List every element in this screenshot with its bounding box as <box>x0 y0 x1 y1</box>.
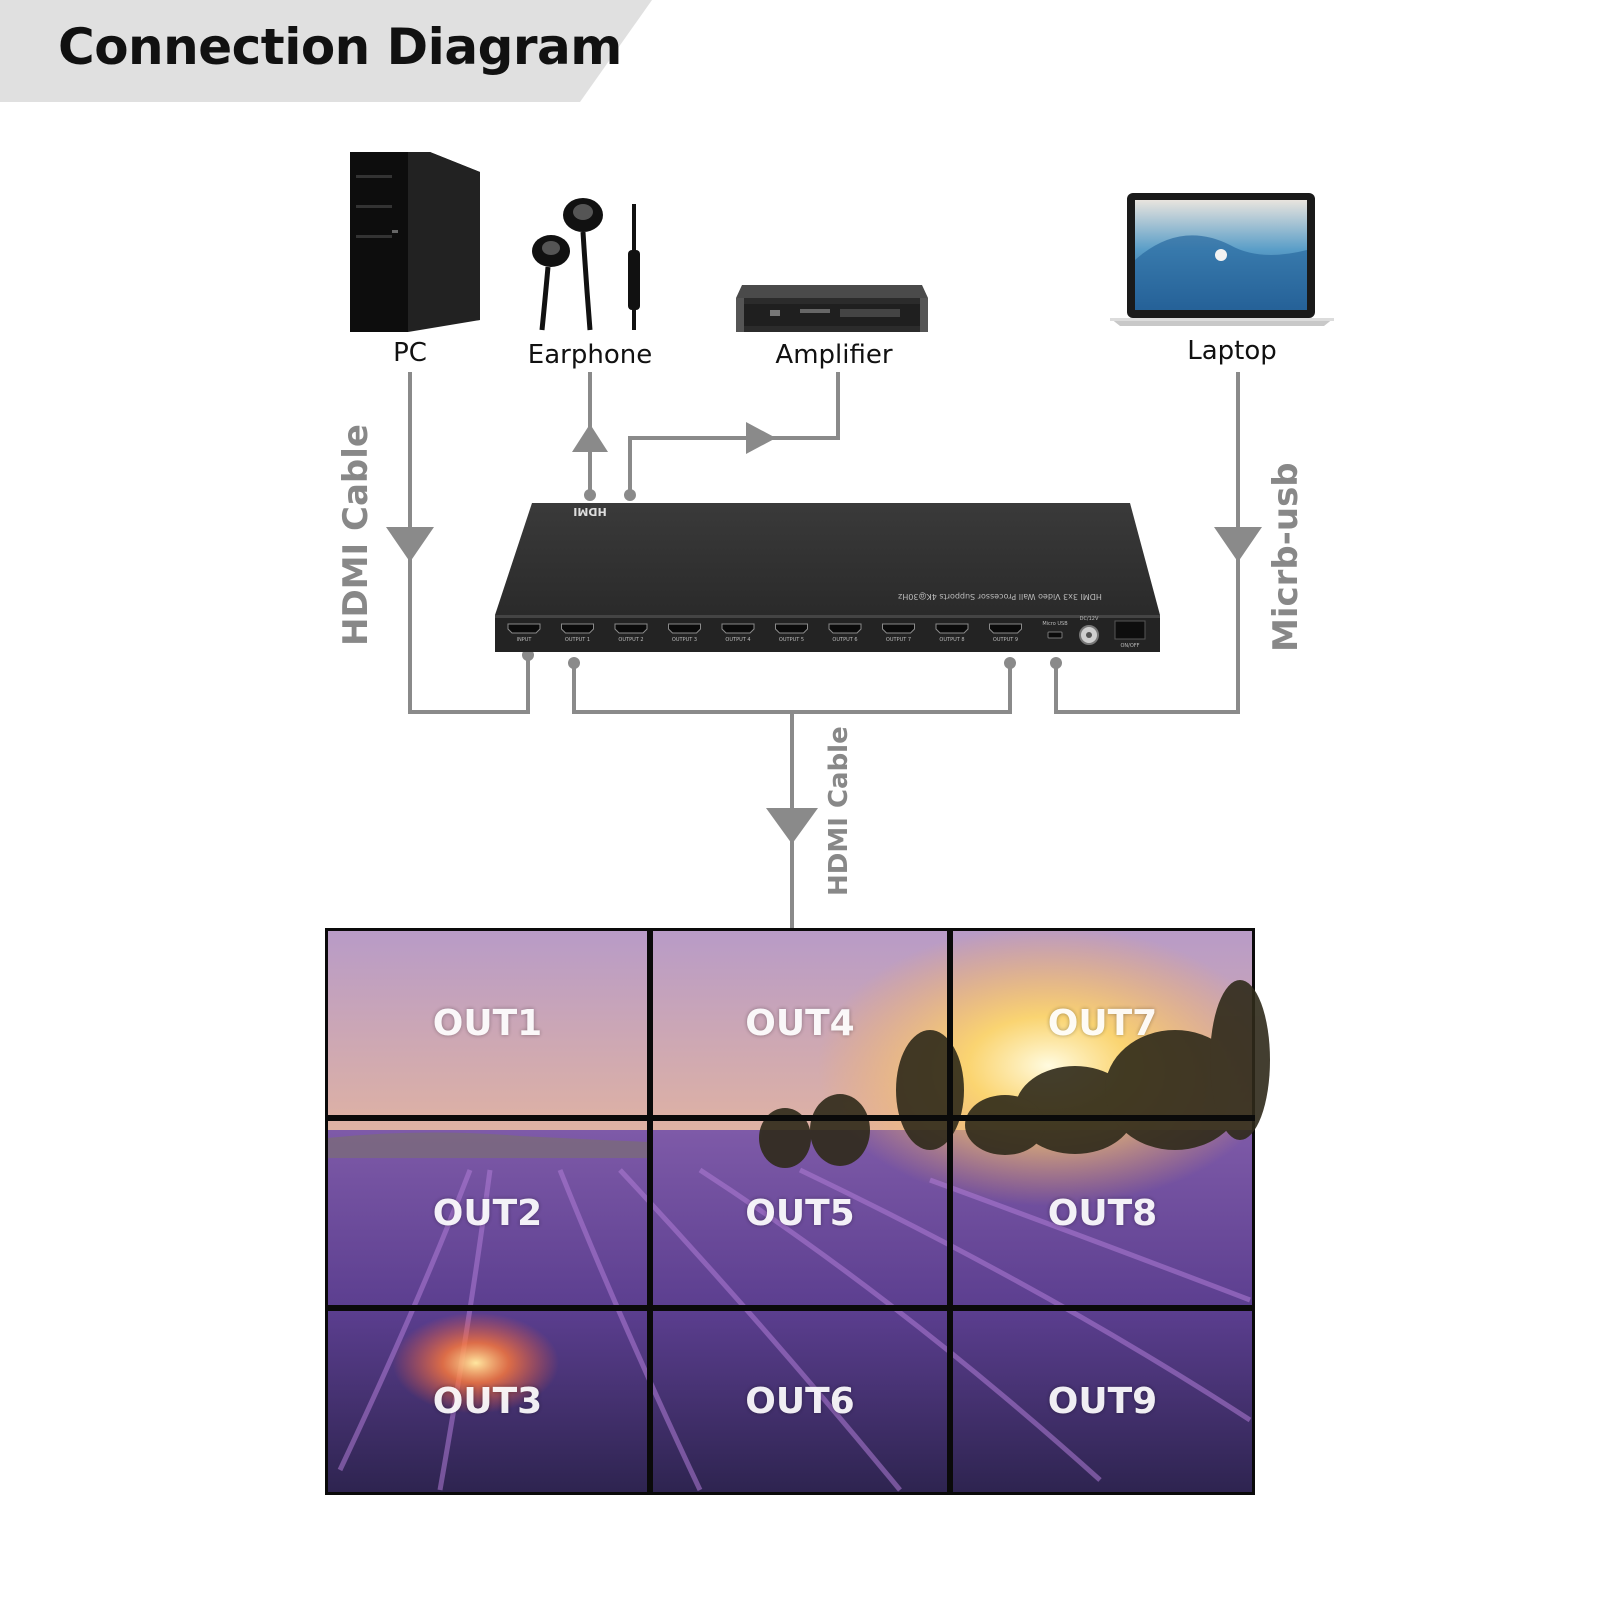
hdmi-cable-label-center: HDMI Cable <box>824 726 854 896</box>
port-label: OUTPUT 1 <box>565 637 590 643</box>
panel-out4: OUT4 <box>653 931 947 1115</box>
page-title: Connection Diagram <box>58 18 622 76</box>
panel-label: OUT5 <box>745 1192 855 1234</box>
arrowheads <box>386 422 1262 844</box>
port-label: OUTPUT 5 <box>779 637 804 643</box>
processor-brand: HDMI <box>573 505 606 518</box>
micro-usb-cable-label: Micrb-usb <box>1266 462 1306 652</box>
hdmi-port-output-1: OUTPUT 1 <box>561 623 594 643</box>
port-label: OUTPUT 6 <box>832 637 857 643</box>
panel-out8: OUT8 <box>953 1121 1252 1305</box>
earphone-label: Earphone <box>527 340 653 370</box>
power-switch <box>1114 620 1146 640</box>
panel-label: OUT1 <box>432 1002 543 1044</box>
laptop-label: Laptop <box>1187 336 1277 366</box>
hdmi-port-input: INPUT <box>507 623 541 643</box>
outputs-bus-line <box>572 663 1012 714</box>
micro-usb-port <box>1047 631 1063 639</box>
panel-label: OUT9 <box>1047 1381 1158 1422</box>
port-label: OUTPUT 9 <box>993 637 1018 643</box>
panel-label: OUT2 <box>432 1192 543 1234</box>
panel-label: OUT6 <box>745 1381 855 1422</box>
hdmi-port-output-8: OUTPUT 8 <box>935 623 969 643</box>
connection-dots <box>522 489 1062 669</box>
panel-out2: OUT2 <box>328 1121 647 1305</box>
amplifier-icon <box>736 285 928 332</box>
arrow-amplifier-right <box>746 422 776 454</box>
micro-usb-label: Micro USB <box>1042 621 1068 627</box>
arrow-laptop-down <box>1214 527 1262 562</box>
power-label: ON/OFF <box>1120 643 1139 649</box>
port-label: INPUT <box>517 637 533 643</box>
processor-model: HDMI 3x3 Video Wall Processor Supports 4… <box>898 592 1102 601</box>
panel-label: OUT7 <box>1047 1002 1158 1044</box>
video-wall-processor: HDMI HDMI 3x3 Video Wall Processor Suppo… <box>495 503 1160 652</box>
title-banner <box>0 0 652 102</box>
port-label: OUTPUT 7 <box>886 637 911 643</box>
panel-label: OUT8 <box>1047 1192 1158 1234</box>
panel-out3: OUT3 <box>328 1311 647 1492</box>
port-label: OUTPUT 3 <box>672 637 697 643</box>
pc-label: PC <box>393 338 427 368</box>
hdmi-port-output-4: OUTPUT 4 <box>721 623 755 643</box>
pc-tower-icon <box>350 152 480 332</box>
pc-to-input-line <box>408 372 530 714</box>
hdmi-port-output-9: OUTPUT 9 <box>989 623 1022 643</box>
panel-label: OUT4 <box>745 1002 855 1044</box>
panel-out1: OUT1 <box>328 931 647 1115</box>
amplifier-label: Amplifier <box>775 340 893 370</box>
hdmi-port-output-2: OUTPUT 2 <box>614 623 648 643</box>
amplifier-line <box>628 372 840 495</box>
arrow-earphone-up <box>572 424 608 452</box>
video-wall <box>325 928 1270 1495</box>
hdmi-port-output-5: OUTPUT 5 <box>775 623 808 643</box>
panel-out7: OUT7 <box>953 931 1252 1115</box>
port-label: OUTPUT 2 <box>618 637 643 643</box>
arrow-wall-down <box>766 808 818 844</box>
arrow-pc-down <box>386 527 434 562</box>
panel-label: OUT3 <box>432 1381 543 1422</box>
laptop-icon <box>1110 193 1334 326</box>
panel-out6: OUT6 <box>653 1311 947 1492</box>
processor-ports: INPUT OUTPUT 1 OUTPUT 2 OUTPUT 3 OUTPUT 4 OUT… <box>507 623 1022 643</box>
hdmi-cable-label-left: HDMI Cable <box>336 424 376 646</box>
panel-out5: OUT5 <box>653 1121 947 1305</box>
hdmi-port-output-7: OUTPUT 7 <box>882 623 915 643</box>
hdmi-port-output-6: OUTPUT 6 <box>828 623 862 643</box>
port-label: OUTPUT 8 <box>939 637 964 643</box>
panel-out9: OUT9 <box>953 1311 1252 1492</box>
port-label: OUTPUT 4 <box>725 637 750 643</box>
earphone-icon <box>532 198 640 331</box>
dc-label: DC/12V <box>1080 616 1099 622</box>
hdmi-port-output-3: OUTPUT 3 <box>668 623 701 643</box>
